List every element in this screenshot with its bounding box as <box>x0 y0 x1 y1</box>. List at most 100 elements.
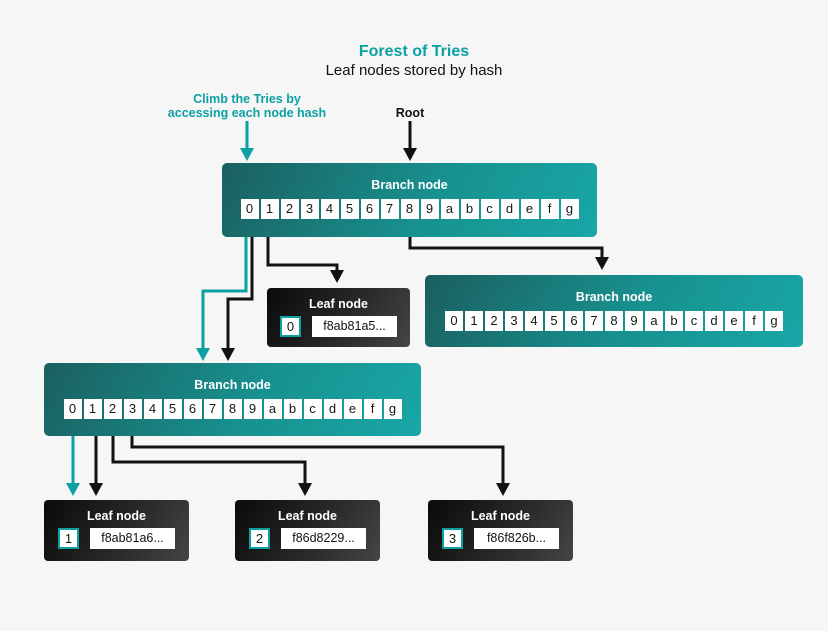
climb-annotation-line1: Climb the Tries by <box>193 92 301 106</box>
connector-top-cell0-arrow-icon <box>221 348 235 361</box>
branch-cell: f <box>745 311 763 331</box>
branch-cell: c <box>480 199 499 219</box>
branch-cell: 9 <box>243 399 262 419</box>
branch-cell: 7 <box>203 399 222 419</box>
leaf-node-1: Leaf node 1 f8ab81a6... <box>44 500 189 561</box>
branch-cell: 2 <box>103 399 122 419</box>
branch-cell: c <box>685 311 703 331</box>
branch-node-label: Branch node <box>371 178 448 192</box>
leaf-node-3: Leaf node 3 f86f826b... <box>428 500 573 561</box>
leaf-node-2: Leaf node 2 f86d8229... <box>235 500 380 561</box>
leaf-index-cell: 1 <box>58 528 79 549</box>
branch-cell: d <box>323 399 342 419</box>
leaf-node-label: Leaf node <box>470 509 531 523</box>
branch-cell: 2 <box>485 311 503 331</box>
root-arrow-icon <box>403 148 417 161</box>
branch-cell: b <box>665 311 683 331</box>
branch-cell: 8 <box>223 399 242 419</box>
leaf-index-cell: 3 <box>442 528 463 549</box>
branch-cell: 9 <box>625 311 643 331</box>
branch-cell: 4 <box>320 199 339 219</box>
branch-cell: 6 <box>183 399 202 419</box>
climb-annotation-line2: accessing each node hash <box>167 106 327 120</box>
connector-top-cell8-to-right-branch <box>408 236 604 259</box>
branch-cell: 3 <box>300 199 319 219</box>
branch-cell: 0 <box>240 199 259 219</box>
climb-arrow-icon <box>240 148 254 161</box>
branch-cell: 6 <box>360 199 379 219</box>
leaf-hash-value: f8ab81a5... <box>312 316 397 337</box>
connector-top-cell1-arrow-icon <box>330 270 344 283</box>
branch-cell: 8 <box>605 311 623 331</box>
branch-cell: 9 <box>420 199 439 219</box>
branch-cell: f <box>540 199 559 219</box>
branch-cell: e <box>520 199 539 219</box>
branch-cell: e <box>725 311 743 331</box>
branch-cell: 5 <box>545 311 563 331</box>
branch-node-label: Branch node <box>575 290 653 304</box>
connector-lower-branch-to-leaf1-teal-arrow-icon <box>66 483 80 496</box>
branch-cell: 7 <box>585 311 603 331</box>
leaf-node-label: Leaf node <box>308 297 369 311</box>
branch-cell: 1 <box>260 199 279 219</box>
branch-cell: 6 <box>565 311 583 331</box>
branch-cell: b <box>460 199 479 219</box>
connector-lower-cell2-to-leaf2 <box>111 435 307 485</box>
branch-cell: 0 <box>445 311 463 331</box>
leaf-index-cell: 0 <box>280 316 301 337</box>
branch-cell: 8 <box>400 199 419 219</box>
leaf-hash-value: f86f826b... <box>474 528 559 549</box>
connector-top-branch-to-lower-branch-teal <box>201 236 248 350</box>
branch-cell: 7 <box>380 199 399 219</box>
diagram-title: Forest of Tries <box>358 43 470 60</box>
branch-node-label: Branch node <box>194 378 271 392</box>
connector-lower-cell1-arrow-icon <box>89 483 103 496</box>
branch-cell: d <box>705 311 723 331</box>
branch-cell: 4 <box>143 399 162 419</box>
branch-cell: g <box>383 399 402 419</box>
leaf-index-cell: 2 <box>249 528 270 549</box>
connector-lower-cell3-to-leaf3 <box>130 435 505 485</box>
branch-cell: d <box>500 199 519 219</box>
connector-top-cell8-arrow-icon <box>595 257 609 270</box>
branch-cell: 2 <box>280 199 299 219</box>
connector-lower-cell3-arrow-icon <box>496 483 510 496</box>
leaf-node-label: Leaf node <box>86 509 147 523</box>
branch-cell: 1 <box>83 399 102 419</box>
diagram-subtitle: Leaf nodes stored by hash <box>325 62 503 79</box>
branch-cell: 0 <box>63 399 82 419</box>
leaf-node-0: Leaf node 0 f8ab81a5... <box>267 288 410 347</box>
leaf-content-row: 3 f86f826b... <box>428 528 573 549</box>
branch-cell: g <box>560 199 579 219</box>
branch-cell: g <box>765 311 783 331</box>
leaf-content-row: 0 f8ab81a5... <box>267 316 410 337</box>
connector-lower-cell2-arrow-icon <box>298 483 312 496</box>
branch-cell: f <box>363 399 382 419</box>
branch-cell: 5 <box>340 199 359 219</box>
branch-cell: 5 <box>163 399 182 419</box>
branch-cell: 4 <box>525 311 543 331</box>
leaf-content-row: 2 f86d8229... <box>235 528 380 549</box>
branch-cell: 3 <box>505 311 523 331</box>
leaf-hash-value: f8ab81a6... <box>90 528 175 549</box>
connector-top-cell0-to-lower-branch <box>226 236 254 350</box>
branch-cell: 1 <box>465 311 483 331</box>
climb-annotation: Climb the Tries by accessing each node h… <box>97 92 397 120</box>
branch-cell: b <box>283 399 302 419</box>
leaf-hash-value: f86d8229... <box>281 528 366 549</box>
branch-cell: 3 <box>123 399 142 419</box>
leaf-content-row: 1 f8ab81a6... <box>44 528 189 549</box>
connector-top-branch-to-lower-branch-teal-arrow-icon <box>196 348 210 361</box>
leaf-node-label: Leaf node <box>277 509 338 523</box>
branch-cell: c <box>303 399 322 419</box>
branch-cell: a <box>645 311 663 331</box>
root-annotation: Root <box>395 106 425 120</box>
branch-cell: a <box>263 399 282 419</box>
